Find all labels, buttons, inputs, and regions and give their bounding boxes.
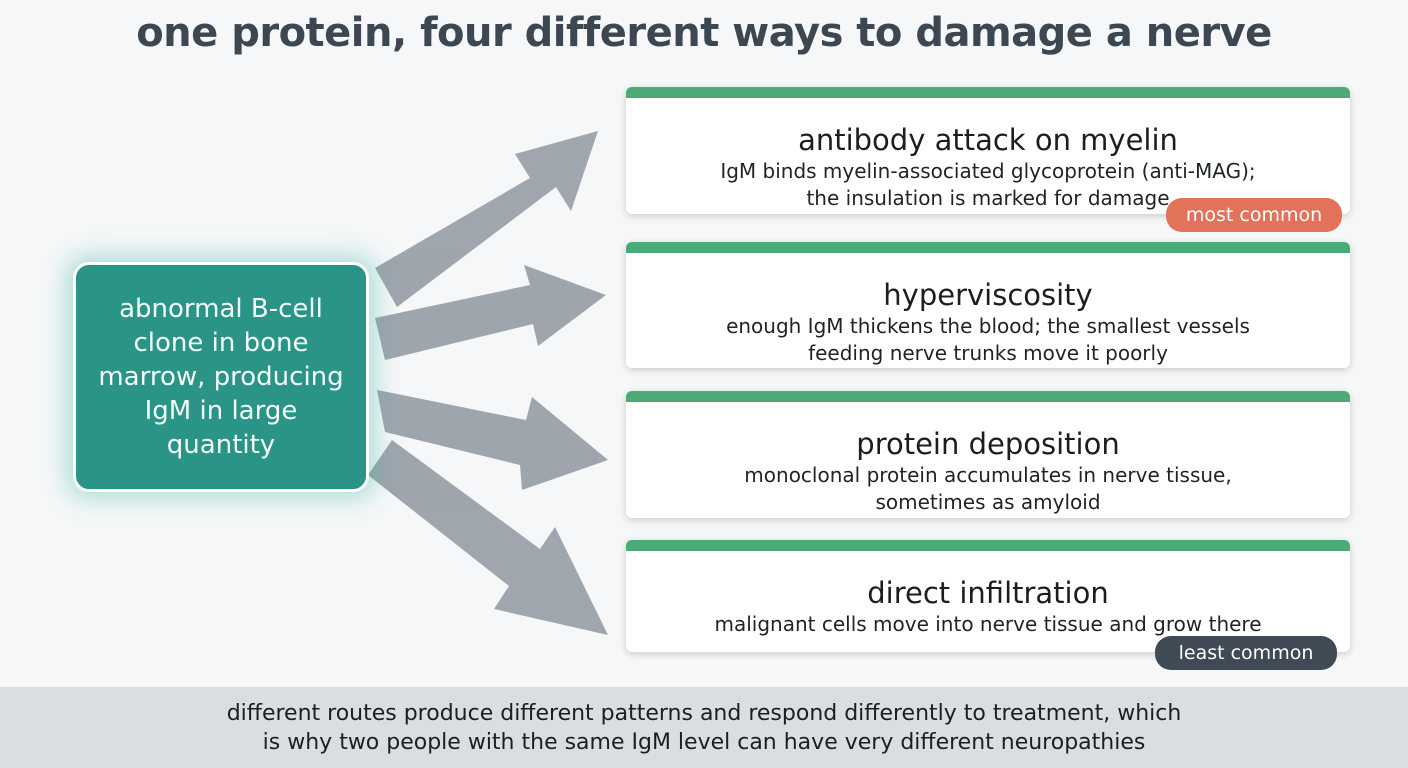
mechanism-title: antibody attack on myelin xyxy=(798,123,1178,157)
mechanism-card-direct-infiltration: direct infiltration malignant cells move… xyxy=(626,540,1350,652)
mechanism-card-hyperviscosity: hyperviscosity enough IgM thickens the b… xyxy=(626,242,1350,368)
arrow-to-protein-deposition xyxy=(377,390,608,490)
arrow-to-direct-infiltration xyxy=(368,440,608,635)
mechanism-title: hyperviscosity xyxy=(883,278,1093,312)
mechanism-description-line: the insulation is marked for damage xyxy=(806,186,1170,210)
footer-line: is why two people with the same IgM leve… xyxy=(262,730,1146,755)
mechanism-description-line: sometimes as amyloid xyxy=(875,490,1101,514)
arrow-to-antibody-attack xyxy=(375,131,598,307)
mechanism-description-line: enough IgM thickens the blood; the small… xyxy=(726,314,1250,338)
mechanism-title: protein deposition xyxy=(856,427,1120,461)
mechanism-card-protein-deposition: protein deposition monoclonal protein ac… xyxy=(626,391,1350,518)
mechanism-description-line: IgM binds myelin-associated glycoprotein… xyxy=(720,159,1256,183)
least-common-badge: least common xyxy=(1155,636,1337,670)
source-box: abnormal B-cell clone in bone marrow, pr… xyxy=(73,262,369,492)
most-common-badge: most common xyxy=(1166,198,1342,232)
mechanism-description-line: monoclonal protein accumulates in nerve … xyxy=(744,463,1232,487)
footer-note: different routes produce different patte… xyxy=(0,687,1408,768)
footer-line: different routes produce different patte… xyxy=(226,701,1182,726)
mechanism-title: direct infiltration xyxy=(867,576,1109,610)
mechanism-card-antibody-attack: antibody attack on myelin IgM binds myel… xyxy=(626,87,1350,214)
source-text: abnormal B-cell clone in bone marrow, pr… xyxy=(98,294,344,460)
arrow-to-hyperviscosity xyxy=(375,265,606,360)
page-title: one protein, four different ways to dama… xyxy=(136,10,1272,56)
mechanism-description-line: malignant cells move into nerve tissue a… xyxy=(714,612,1262,636)
mechanism-description-line: feeding nerve trunks move it poorly xyxy=(808,341,1168,365)
